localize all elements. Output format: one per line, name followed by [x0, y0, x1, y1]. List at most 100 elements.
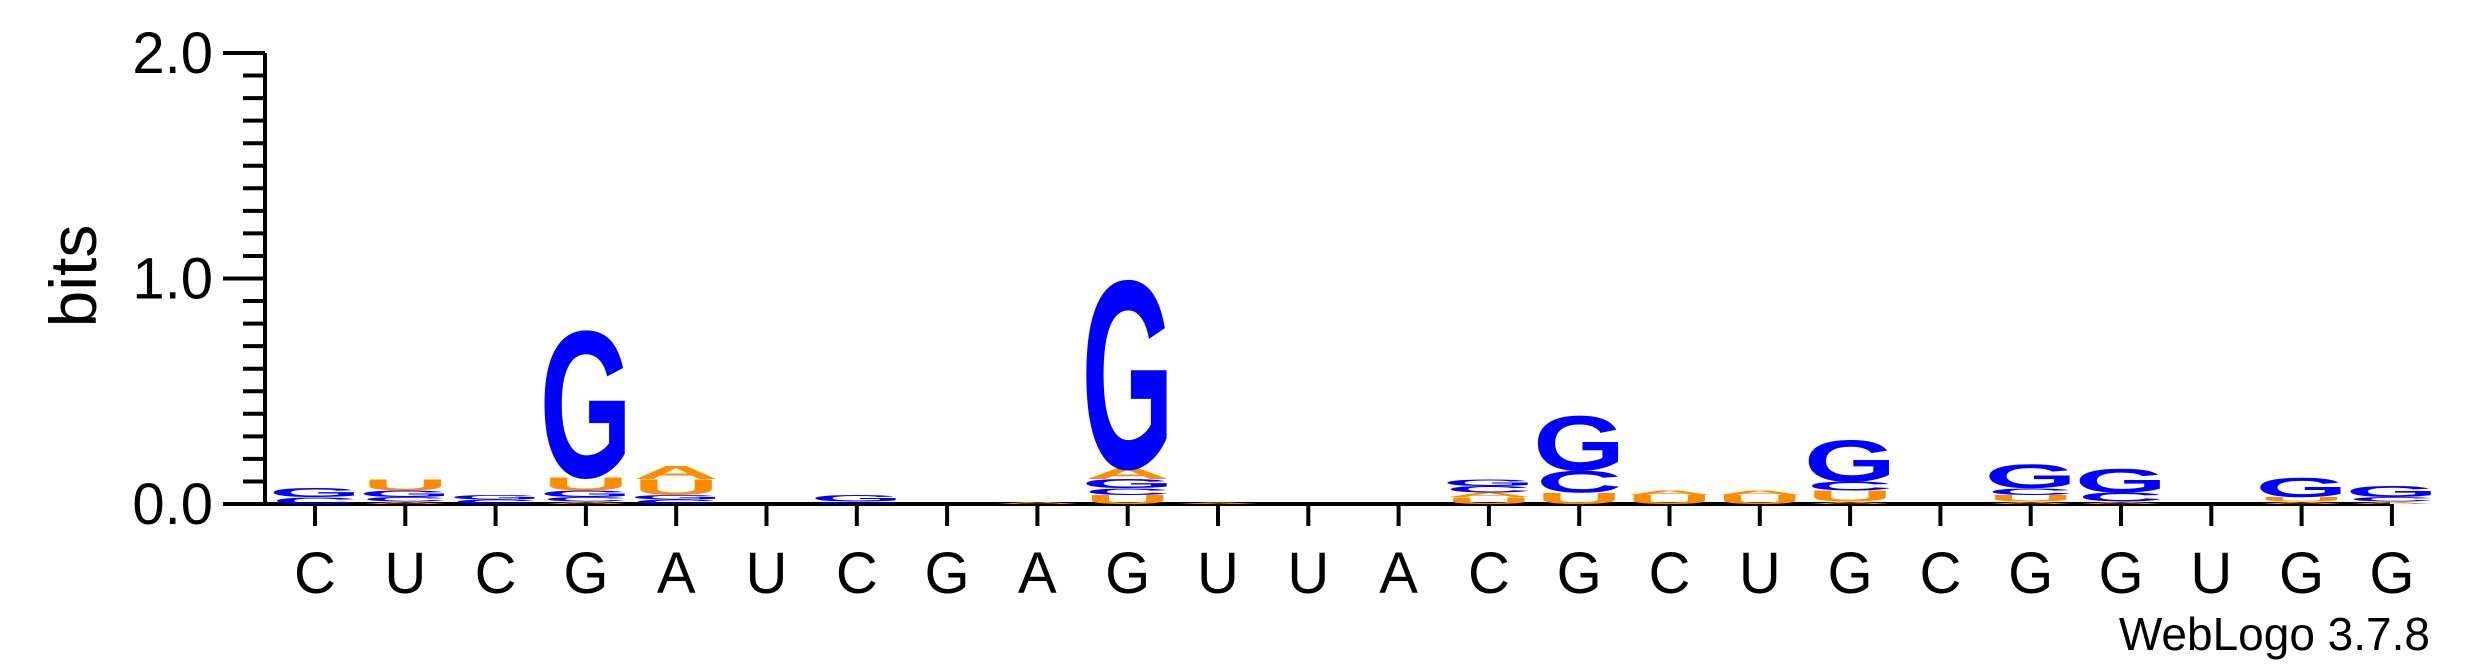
x-tick-label: C [1649, 541, 1691, 606]
x-tick-label: C [294, 541, 336, 606]
logo-letter-glyph: C [2349, 496, 2435, 503]
logo-letter-glyph: G [449, 494, 541, 501]
logo-letter-U: U [1988, 493, 2074, 503]
logo-letter-glyph: A [1175, 503, 1261, 505]
logo-letter-A: A [1807, 501, 1893, 504]
logo-letter-glyph: U [1988, 493, 2074, 503]
logo-letter-glyph: C [633, 498, 719, 505]
logo-letter-G: G [1804, 428, 1897, 494]
logo-letter-A: A [362, 501, 448, 504]
x-tick-label: G [2369, 541, 2414, 606]
logo-letter-A: A [1717, 489, 1803, 496]
x-tick-label: U [1287, 541, 1329, 606]
x-tick-label: U [384, 541, 426, 606]
logo-letter-G: G [1081, 477, 1173, 491]
x-tick-label: A [657, 541, 696, 606]
logo-letter-G: G [540, 489, 632, 499]
logo-letter-A: A [994, 501, 1080, 504]
logo-letter-glyph: A [994, 501, 1080, 504]
logo-letter-U: U [1627, 493, 1713, 507]
x-tick-label: C [836, 541, 878, 606]
logo-letter-glyph: C [453, 498, 539, 505]
y-tick-label: 2.0 [132, 21, 213, 86]
logo-letter-glyph: G [811, 493, 903, 503]
logo-letter-glyph: G [2346, 483, 2438, 501]
y-tick-label: 1.0 [132, 247, 213, 312]
logo-letter-U: U [1536, 490, 1622, 508]
logo-letter-glyph: G [359, 489, 451, 499]
logo-letter-glyph: C [543, 496, 629, 503]
logo-letter-glyph: G [1533, 400, 1625, 487]
logo-letter-G: G [269, 486, 361, 500]
logo-letter-G: G [1443, 477, 1535, 487]
logo-letter-C: C [1446, 484, 1532, 494]
logo-letter-glyph: A [543, 501, 629, 504]
logo-letter-glyph: G [630, 494, 722, 501]
x-tick-label: G [2008, 541, 2053, 606]
x-tick-label: C [1919, 541, 1961, 606]
logo-letter-G: G [1533, 400, 1625, 487]
logo-letter-glyph: G [1443, 477, 1535, 487]
logo-letter-C: C [633, 498, 719, 505]
logo-letter-glyph: A [1627, 489, 1713, 496]
logo-letter-glyph: G [540, 289, 633, 523]
logo-letter-glyph: G [1804, 428, 1897, 494]
logo-letter-U: U [1807, 488, 1893, 506]
logo-letter-A: A [543, 501, 629, 504]
logo-letter-U: U [1717, 493, 1803, 507]
logo-letter-A: A [1446, 492, 1532, 499]
logo-letter-U: U [633, 475, 719, 499]
logo-letter-glyph: A [1085, 465, 1171, 483]
logo-letter-A: A [1988, 501, 2074, 504]
logo-letter-A: A [1085, 465, 1171, 483]
logo-letter-G: G [1081, 226, 1173, 526]
logo-letter-glyph: G [1081, 226, 1173, 526]
logo-letter-G: G [2346, 483, 2438, 501]
logo-letter-A: A [2259, 501, 2345, 504]
logo-letter-glyph: G [2255, 472, 2347, 503]
logo-letter-G: G [449, 494, 541, 501]
logo-letter-glyph: C [1536, 465, 1622, 500]
logo-letter-A: A [2349, 501, 2435, 504]
logo-letter-glyph: U [1446, 496, 1532, 506]
logo-letter-glyph: A [2259, 501, 2345, 504]
logo-letter-U: U [1085, 493, 1171, 507]
x-tick-label: G [925, 541, 970, 606]
x-tick-label: C [1468, 541, 1510, 606]
logo-letter-glyph: G [1081, 477, 1173, 491]
logo-letter-glyph: G [2075, 462, 2167, 501]
logo-letter-C: C [1536, 465, 1622, 500]
logo-letter-glyph: G [269, 486, 361, 500]
logo-letter-G: G [2255, 472, 2347, 503]
logo-letter-glyph: U [362, 476, 448, 494]
logo-letter-glyph: U [633, 475, 719, 499]
logo-letter-C: C [1988, 487, 2074, 497]
x-tick-label: U [1197, 541, 1239, 606]
logo-letter-glyph: G [540, 489, 632, 499]
logo-letter-A: A [2078, 501, 2164, 504]
logo-letter-U: U [362, 476, 448, 494]
logo-letter-C: C [543, 496, 629, 503]
logo-letter-glyph: A [2349, 501, 2435, 504]
x-tick-label: G [2279, 541, 2324, 606]
logo-letter-G: G [2075, 462, 2167, 501]
logo-letter-glyph: U [543, 474, 629, 495]
logo-letter-glyph: C [1446, 484, 1532, 494]
y-axis-title: bits [36, 225, 110, 328]
logo-letter-C: C [272, 496, 358, 506]
logo-letter-glyph: C [272, 496, 358, 506]
logo-letter-glyph: U [1536, 490, 1622, 508]
logo-letter-glyph: A [1807, 501, 1893, 504]
x-tick-label: G [1557, 541, 1602, 606]
logo-letter-glyph: U [1807, 488, 1893, 506]
x-tick-label: A [1379, 541, 1418, 606]
logo-letter-G: G [540, 289, 633, 523]
x-tick-label: G [1828, 541, 1873, 606]
x-tick-label: U [1739, 541, 1781, 606]
logo-letter-A: A [633, 462, 719, 483]
logo-letter-C: C [362, 496, 448, 503]
y-axis: 0.01.02.0 [132, 21, 267, 537]
logo-letter-A: A [1627, 489, 1713, 496]
